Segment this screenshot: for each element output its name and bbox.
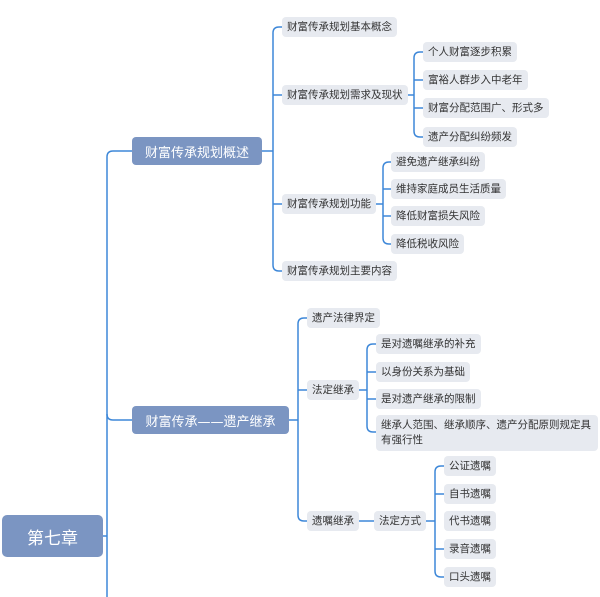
- list-item[interactable]: 降低税收风险: [391, 234, 464, 254]
- list-item[interactable]: 口头遗嘱: [444, 567, 496, 587]
- list-item[interactable]: 公证遗嘱: [444, 456, 496, 476]
- list-item[interactable]: 录音遗嘱: [444, 539, 496, 559]
- list-item[interactable]: 是对遗嘱继承的补充: [376, 334, 481, 354]
- list-item[interactable]: 避免遗产继承纠纷: [391, 152, 485, 172]
- node-testamentary-inheritance[interactable]: 遗嘱继承: [307, 511, 359, 531]
- list-item[interactable]: 以身份关系为基础: [376, 362, 470, 382]
- node-basic-concept[interactable]: 财富传承规划基本概念: [282, 17, 397, 37]
- list-item[interactable]: 自书遗嘱: [444, 484, 496, 504]
- node-main-content[interactable]: 财富传承规划主要内容: [282, 261, 397, 281]
- list-item[interactable]: 遗产分配纠纷频发: [423, 127, 517, 147]
- node-statutory-inheritance[interactable]: 法定继承: [307, 380, 359, 400]
- list-item[interactable]: 财富分配范围广、形式多: [423, 98, 549, 118]
- list-item[interactable]: 是对遗产继承的限制: [376, 389, 481, 409]
- list-item[interactable]: 个人财富逐步积累: [423, 42, 517, 62]
- branch-inheritance[interactable]: 财富传承——遗产继承: [132, 406, 289, 434]
- list-item[interactable]: 维持家庭成员生活质量: [391, 179, 506, 199]
- node-demand-status[interactable]: 财富传承规划需求及现状: [282, 85, 408, 105]
- node-legal-definition[interactable]: 遗产法律界定: [307, 308, 380, 328]
- list-item[interactable]: 代书遗嘱: [444, 511, 496, 531]
- root-node[interactable]: 第七章: [2, 515, 103, 557]
- list-item[interactable]: 降低财富损失风险: [391, 206, 485, 226]
- list-item[interactable]: 富裕人群步入中老年: [423, 70, 528, 90]
- node-legal-form[interactable]: 法定方式: [374, 511, 426, 531]
- node-function[interactable]: 财富传承规划功能: [282, 194, 376, 214]
- branch-wealth-planning-overview[interactable]: 财富传承规划概述: [132, 137, 262, 165]
- list-item[interactable]: 继承人范围、继承顺序、遗产分配原则规定具有强行性: [376, 415, 598, 451]
